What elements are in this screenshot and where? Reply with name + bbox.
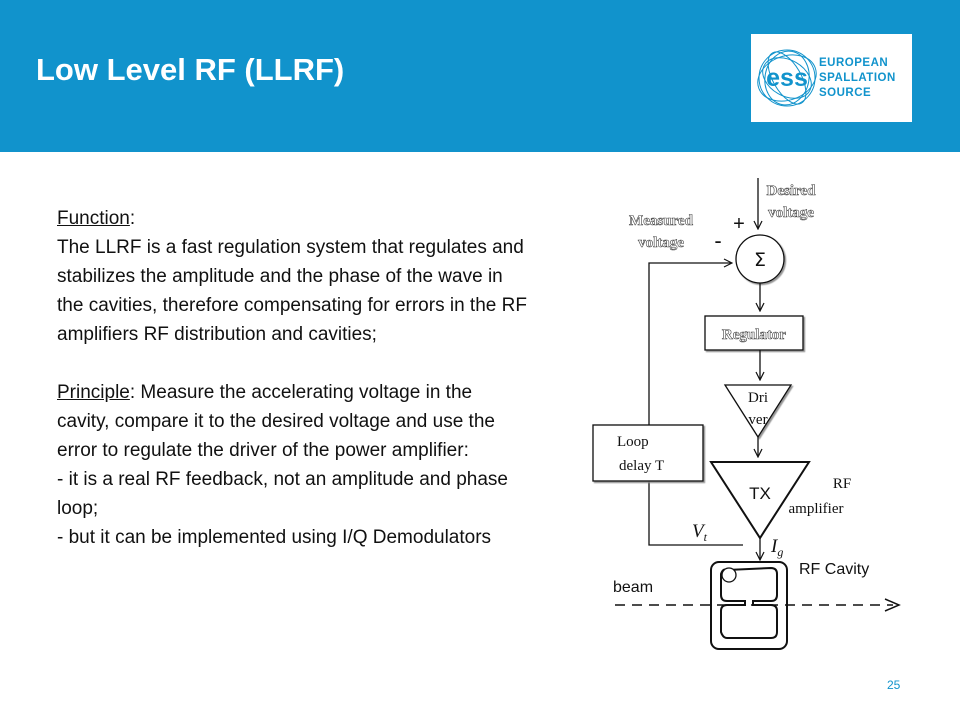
bullet-iq-demodulators: - but it can be implemented using I/Q De… [57,527,492,548]
logo-line-spallation: SPALLATION [819,72,896,84]
measured-voltage-label-line2: voltage [638,235,684,251]
rf-amplifier-label-line2: amplifier [789,501,844,517]
tx-amplifier-block [709,461,811,540]
loop-to-sum-line [648,263,731,425]
tx-label: TX [749,484,771,503]
ig-label-sub: g [777,545,783,559]
principle-paragraph: Principle: Measure the accelerating volt… [57,378,527,465]
function-heading: Function [57,208,130,229]
function-colon: : [129,208,136,229]
body-text: Function: The LLRF is a fast regulation … [57,204,527,552]
principle-heading: Principle [57,382,130,403]
driver-block [723,384,793,439]
ess-logo-mark-text: ess [766,64,808,92]
rf-cavity-coupler [721,567,737,583]
minus-sign: - [714,228,721,253]
driver-label-line1: Dri [748,390,768,406]
loop-delay-label-line2: delay T [619,458,664,474]
logo-line-source: SOURCE [819,87,872,99]
slide-title: Low Level RF (LLRF) [36,52,345,87]
vt-label-main: V [692,521,706,542]
loop-delay-label-line1: Loop [617,434,649,450]
beam-label: beam [613,579,653,596]
function-text: The LLRF is a fast regulation system tha… [57,237,527,345]
regulator-label: Regulator [722,327,786,343]
measured-voltage-label-line1: Measured [629,213,694,229]
ig-label: Ig [770,536,783,559]
paragraph-spacer [57,349,527,378]
page-number: 25 [887,678,901,692]
rf-amplifier-label-line1: RF [833,476,851,492]
sigma-symbol: Σ [754,249,766,271]
logo-line-european: EUROPEAN [819,57,889,69]
rf-cavity-label: RF Cavity [799,561,869,578]
loop-delay-block [592,424,704,482]
ig-label-main: I [770,536,779,557]
regulator-block [704,315,804,351]
desired-voltage-label-line2: voltage [768,205,814,221]
ess-logo: ess EUROPEAN SPALLATION SOURCE [751,34,912,122]
rf-cavity-cell [720,566,778,639]
llrf-block-diagram: Desired voltage Measured voltage + - Σ R… [592,178,901,650]
desired-voltage-label-line1: Desired [767,183,817,199]
ess-logo-mark: ess [757,49,817,107]
vt-label-sub: t [704,530,708,544]
beam-arrowhead [884,598,901,612]
function-heading-line: Function: [57,204,527,233]
driver-label-line2: ver [748,412,767,428]
vt-label: Vt [692,521,708,544]
principle-text: : Measure the accelerating voltage in th… [57,382,495,461]
plus-sign: + [733,213,745,235]
vt-feedback-line [649,472,743,546]
bullet-rf-feedback: - it is a real RF feedback, not an ampli… [57,469,508,519]
